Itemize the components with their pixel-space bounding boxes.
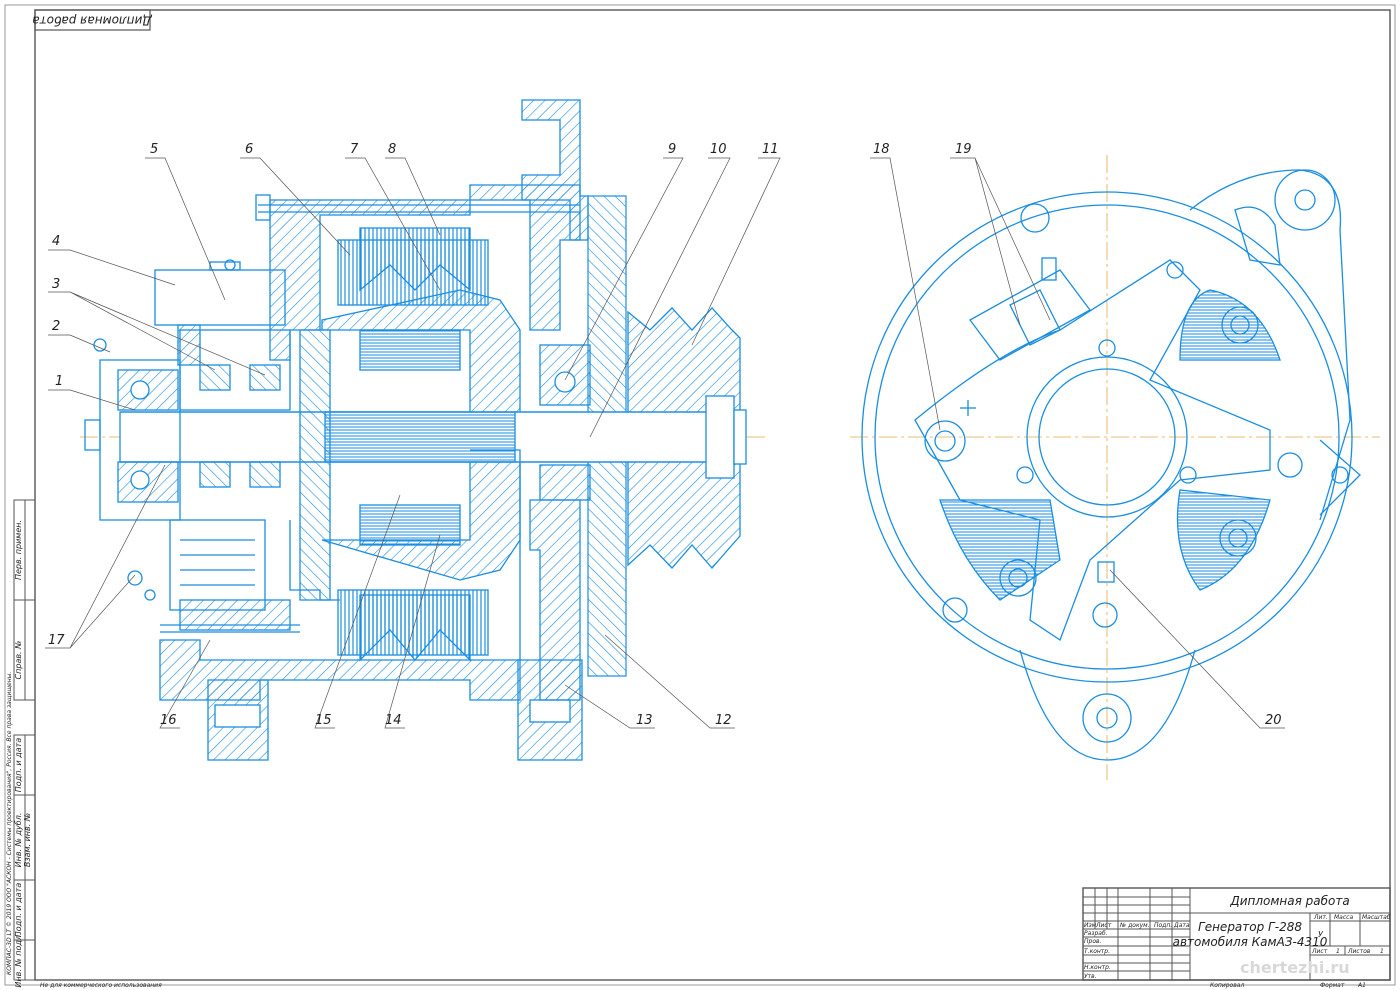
tb-work-type: Дипломная работа [1229, 894, 1349, 908]
label-10: 10 [710, 142, 727, 157]
leader-lines [45, 157, 1285, 729]
tb-lit-label: Лит. [1313, 914, 1328, 921]
footer-note: Не для коммерческого использования [40, 982, 162, 989]
label-7: 7 [350, 142, 359, 157]
tb-col-list: Лист [1095, 922, 1112, 929]
side-kompas-note: КОМПАС-3D LT © 2019 ООО "АСКОН - Системы… [6, 672, 13, 975]
side-vzam-inv: Взам. инв. № [23, 813, 32, 867]
label-5: 5 [150, 142, 158, 157]
label-16: 16 [160, 713, 177, 728]
tb-col-date: Дата [1173, 922, 1190, 929]
side-inv-podl: Инв. № подл. [14, 932, 23, 987]
corner-stamp-text: Дипломная работа [32, 14, 152, 28]
label-11: 11 [762, 142, 779, 157]
corner-stamp: Дипломная работа [32, 9, 153, 31]
title-block: Дипломная работа Генератор Г-288 автомоб… [1082, 887, 1391, 989]
side-sprav-no: Справ. № [14, 641, 23, 680]
tb-lit-value: У [1318, 930, 1324, 939]
tb-col-doc: № докум. [1119, 922, 1150, 929]
tb-col-izm: Изм [1084, 922, 1097, 929]
label-19: 19 [955, 142, 972, 157]
label-15: 15 [315, 713, 332, 728]
tb-copied: Копировал [1210, 982, 1244, 989]
label-20: 20 [1265, 713, 1282, 728]
label-6: 6 [245, 142, 253, 157]
label-14: 14 [385, 713, 402, 728]
label-18: 18 [873, 142, 890, 157]
side-podp-data-1: Подп. и дата [14, 738, 23, 793]
tb-title-line2: автомобиля КамАЗ-4310 [1173, 935, 1328, 949]
section-view [80, 99, 765, 761]
label-2: 2 [52, 319, 60, 334]
tb-row-razrab: Разраб. [1084, 930, 1108, 937]
label-12: 12 [715, 713, 732, 728]
label-17: 17 [48, 633, 65, 648]
tb-col-sign: Подп. [1154, 922, 1172, 929]
watermark: chertezhi.ru [1240, 958, 1350, 977]
tb-row-tkontr: Т.контр. [1084, 948, 1110, 955]
label-9: 9 [668, 142, 676, 157]
tb-sheet-label: Лист [1311, 948, 1328, 955]
part-labels: 1 2 3 4 5 6 7 8 9 10 11 12 13 14 15 16 1… [48, 142, 1282, 728]
label-3: 3 [52, 277, 60, 292]
tb-row-utv: Утв. [1084, 973, 1097, 980]
label-8: 8 [388, 142, 396, 157]
label-13: 13 [636, 713, 653, 728]
tb-mass-label: Масса [1334, 914, 1353, 921]
tb-format-value: A1 [1357, 982, 1366, 989]
side-perv-primen: Перв. примен. [14, 520, 23, 580]
tb-row-prov: Пров. [1084, 938, 1102, 945]
tb-sheet-value: 1 [1336, 948, 1340, 955]
tb-sheets-label: Листов [1347, 948, 1371, 955]
tb-format-label: Формат [1320, 982, 1345, 989]
end-view [850, 155, 1380, 780]
side-podp-data-2: Подп. и дата [14, 883, 23, 938]
tb-title-line1: Генератор Г-288 [1198, 920, 1302, 934]
side-stamp: Перв. примен. Справ. № Подп. и дата Инв.… [6, 499, 36, 988]
tb-scale-label: Масштаб [1362, 914, 1391, 921]
tb-row-nkontr: Н.контр. [1084, 964, 1111, 971]
side-inv-dubl: Инв. № дубл. [14, 813, 23, 868]
sheet-frame [4, 4, 1396, 986]
label-4: 4 [52, 234, 60, 249]
tb-sheets-value: 1 [1380, 948, 1384, 955]
label-1: 1 [55, 374, 63, 389]
